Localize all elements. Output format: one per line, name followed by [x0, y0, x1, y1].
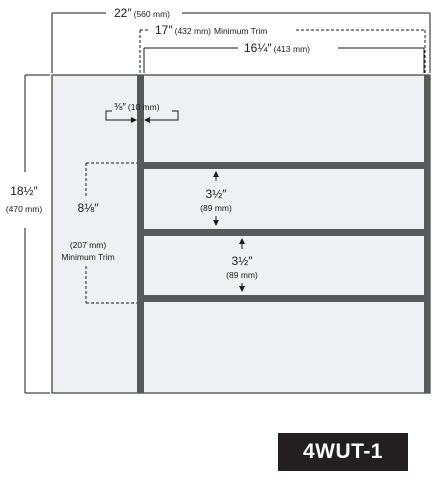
row-divider-2	[144, 229, 424, 236]
row-height-1-value: 3½″	[206, 187, 228, 201]
model-badge: 4WUT-1	[278, 433, 408, 471]
overall-height-dimension: 18½″ (470 mm)	[6, 74, 50, 394]
svg-text:22″(560 mm): 22″(560 mm)	[114, 6, 170, 20]
min-trim-width-dimension: 17″(432 mm)Minimum Trim	[139, 23, 426, 73]
spine-strip	[137, 75, 144, 393]
min-trim-height-value: 8⅛″	[78, 201, 100, 215]
spine-width-value: ⅜″	[114, 102, 126, 113]
panel-width-metric: (413 mm)	[274, 44, 311, 54]
min-trim-width-metric: (432 mm)	[175, 26, 212, 36]
row-height-1-metric: (89 mm)	[200, 203, 232, 213]
svg-text:17″(432 mm)Minimum Trim: 17″(432 mm)Minimum Trim	[155, 23, 267, 37]
row-divider-1	[144, 162, 424, 169]
min-trim-width-label: Minimum Trim	[214, 26, 267, 36]
overall-width-value: 22″	[114, 6, 132, 20]
spine-width-dimension: ⅜″(10 mm)	[105, 102, 179, 123]
panel-width-dimension: 16¼″(413 mm)	[143, 41, 425, 73]
overall-width-metric: (560 mm)	[134, 9, 171, 19]
overall-width-dimension: 22″(560 mm)	[51, 6, 431, 73]
overall-height-metric: (470 mm)	[6, 204, 43, 214]
svg-text:⅜″(10 mm): ⅜″(10 mm)	[114, 102, 160, 113]
row-height-2-value: 3½″	[232, 254, 254, 268]
spine-width-metric: (10 mm)	[128, 102, 160, 112]
overall-height-value: 18½″	[10, 184, 38, 198]
row-height-2-metric: (89 mm)	[226, 270, 258, 280]
min-trim-height-label: Minimum Trim	[61, 252, 114, 262]
row-height-2-dimension: 3½″ (89 mm)	[226, 238, 258, 292]
right-edge-strip	[424, 75, 430, 393]
min-trim-height-metric: (207 mm)	[70, 240, 107, 250]
min-trim-height-dimension: 8⅛″ (207 mm) Minimum Trim	[61, 162, 137, 304]
row-divider-3	[144, 295, 424, 302]
model-label: 4WUT-1	[302, 440, 383, 463]
min-trim-width-value: 17″	[155, 23, 173, 37]
svg-text:16¼″(413 mm): 16¼″(413 mm)	[244, 41, 310, 55]
panel-width-value: 16¼″	[244, 41, 272, 55]
row-height-1-dimension: 3½″ (89 mm)	[200, 171, 232, 226]
